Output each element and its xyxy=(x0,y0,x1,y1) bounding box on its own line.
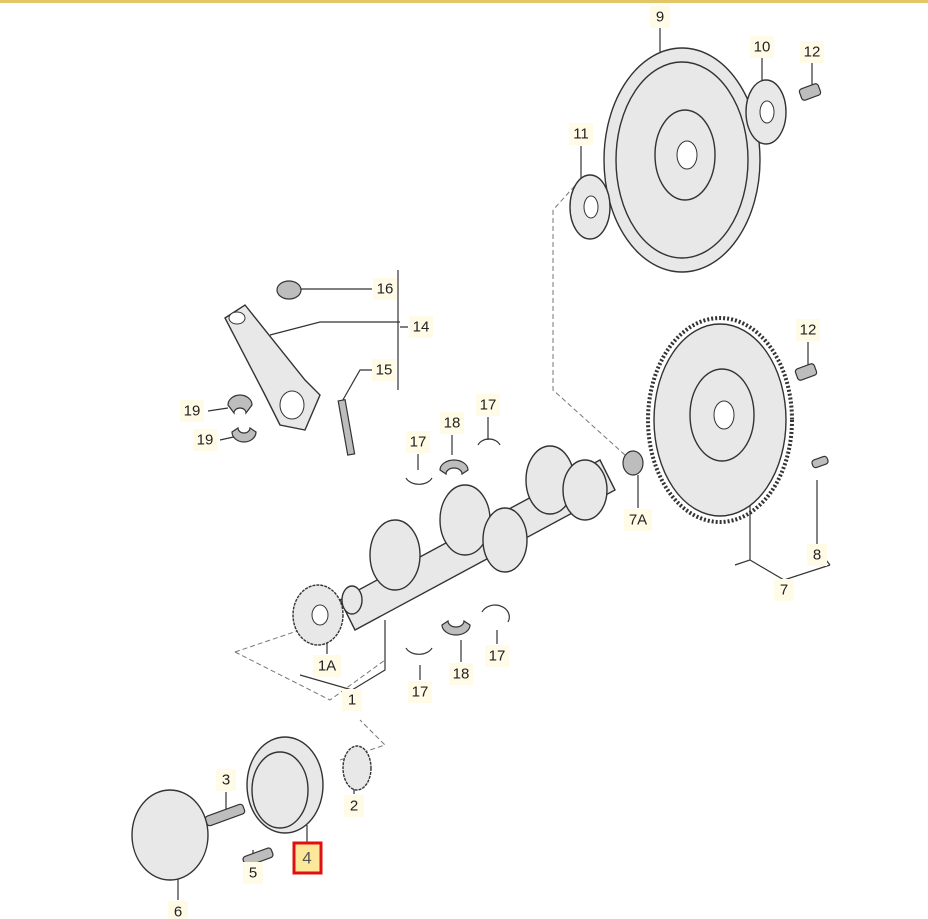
label-4-highlighted[interactable]: 4 xyxy=(292,841,323,875)
svg-text:17: 17 xyxy=(412,684,429,701)
crankshaft-sprocket-2 xyxy=(342,745,372,791)
label-19[interactable]: 19 xyxy=(193,429,217,451)
svg-text:17: 17 xyxy=(489,648,506,665)
label-12[interactable]: 12 xyxy=(796,319,820,341)
svg-text:7A: 7A xyxy=(629,512,647,529)
label-16[interactable]: 16 xyxy=(373,278,397,300)
label-1a[interactable]: 1A xyxy=(313,655,341,677)
leader-lines xyxy=(177,28,831,900)
svg-text:1: 1 xyxy=(348,692,356,709)
svg-text:7: 7 xyxy=(780,582,788,599)
svg-text:19: 19 xyxy=(197,432,214,449)
bolt-12 xyxy=(798,83,822,101)
svg-text:16: 16 xyxy=(377,281,394,298)
svg-text:2: 2 xyxy=(350,798,358,815)
label-18[interactable]: 18 xyxy=(449,663,473,685)
shim-hole xyxy=(583,195,599,219)
connecting-rod xyxy=(224,280,356,456)
crankshaft xyxy=(339,445,616,631)
label-7[interactable]: 7 xyxy=(774,579,794,601)
flywheel-ring-gear xyxy=(646,316,794,524)
svg-text:18: 18 xyxy=(444,415,461,432)
label-11[interactable]: 11 xyxy=(569,123,593,145)
svg-text:6: 6 xyxy=(174,904,182,919)
label-17[interactable]: 17 xyxy=(406,431,430,453)
svg-text:15: 15 xyxy=(376,362,393,379)
svg-text:8: 8 xyxy=(813,547,821,564)
label-9[interactable]: 9 xyxy=(650,6,670,28)
svg-text:11: 11 xyxy=(573,126,589,143)
svg-text:17: 17 xyxy=(410,434,427,451)
bolt-3 xyxy=(204,803,246,827)
label-12[interactable]: 12 xyxy=(800,41,824,63)
label-7a[interactable]: 7A xyxy=(624,509,652,531)
label-17[interactable]: 17 xyxy=(476,394,500,416)
svg-text:19: 19 xyxy=(184,403,201,420)
cover-cap-6 xyxy=(131,789,209,881)
label-6[interactable]: 6 xyxy=(168,901,188,919)
svg-text:17: 17 xyxy=(480,397,497,414)
svg-text:5: 5 xyxy=(249,865,257,882)
svg-text:12: 12 xyxy=(800,322,817,339)
dowel-pin-8 xyxy=(811,455,829,469)
svg-text:18: 18 xyxy=(453,666,470,683)
svg-text:10: 10 xyxy=(754,39,771,56)
svg-text:14: 14 xyxy=(413,319,430,336)
svg-text:3: 3 xyxy=(222,772,230,789)
label-3[interactable]: 3 xyxy=(216,769,236,791)
label-8[interactable]: 8 xyxy=(807,544,827,566)
top-border xyxy=(0,0,928,3)
svg-text:12: 12 xyxy=(804,44,821,61)
needle-bearing-7a xyxy=(622,450,644,476)
label-18[interactable]: 18 xyxy=(440,412,464,434)
svg-text:9: 9 xyxy=(656,9,664,26)
label-17[interactable]: 17 xyxy=(485,645,509,667)
thrust-washers-bearings xyxy=(405,438,510,655)
label-10[interactable]: 10 xyxy=(750,36,774,58)
label-5[interactable]: 5 xyxy=(243,862,263,884)
label-17[interactable]: 17 xyxy=(408,681,432,703)
label-1[interactable]: 1 xyxy=(342,689,362,711)
shim-hole xyxy=(759,100,775,124)
label-15[interactable]: 15 xyxy=(372,359,396,381)
label-2[interactable]: 2 xyxy=(344,795,364,817)
label-14[interactable]: 14 xyxy=(409,316,433,338)
pulley-inner xyxy=(251,751,309,829)
label-19[interactable]: 19 xyxy=(180,400,204,422)
svg-text:4: 4 xyxy=(302,849,311,868)
flywheel-drive-plate xyxy=(603,47,761,273)
sprocket-hole xyxy=(311,604,329,626)
svg-text:1A: 1A xyxy=(318,658,336,675)
bolt-12b xyxy=(794,363,818,381)
